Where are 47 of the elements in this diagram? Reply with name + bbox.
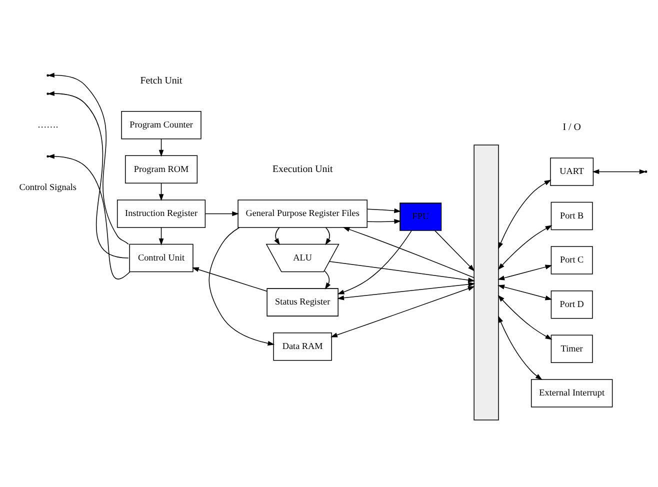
- node-box: Data RAM: [273, 332, 332, 361]
- arrow: [592, 169, 646, 174]
- node-box: Timer: [550, 334, 593, 364]
- arrow: [337, 230, 412, 294]
- arrow: [498, 225, 552, 270]
- arrow: [498, 180, 552, 250]
- arrow: [434, 230, 475, 272]
- node-box: Instruction Register: [116, 200, 206, 228]
- arrow: [367, 208, 402, 214]
- node-box: Status Register: [266, 288, 338, 316]
- arrow: [330, 286, 475, 338]
- node-box: FPU: [400, 202, 442, 231]
- arrow: [205, 211, 240, 216]
- arrow: [367, 219, 402, 224]
- node-arrow: [474, 144, 499, 420]
- node-box: Control Unit: [129, 244, 194, 272]
- arrow: [208, 227, 275, 346]
- arrow: [498, 316, 542, 380]
- arrow: [325, 227, 331, 246]
- node-box: Program ROM: [125, 155, 198, 184]
- node-box: Port C: [550, 246, 593, 274]
- arrow: [342, 227, 474, 278]
- label: Fetch Unit: [140, 75, 182, 86]
- node-box: Port D: [550, 290, 593, 319]
- label: Execution Unit: [272, 164, 333, 176]
- arrow: [48, 154, 130, 280]
- node-box: General Purpose Register Files: [238, 200, 368, 228]
- arrow: [498, 264, 552, 280]
- arrow: [498, 295, 552, 340]
- arrow: [274, 227, 280, 246]
- arrow: [498, 284, 552, 300]
- arrow: [48, 72, 129, 245]
- node-box: External Interrupt: [530, 379, 613, 408]
- arrow: [158, 182, 164, 202]
- arrow: [192, 267, 268, 292]
- label: Control Signals: [19, 182, 76, 192]
- node-box: Program Counter: [121, 110, 202, 140]
- arrow: [48, 91, 129, 258]
- node-box: Port B: [550, 202, 593, 230]
- node-box: UART: [550, 158, 594, 186]
- arrow: [337, 282, 476, 300]
- arrow: [329, 261, 476, 282]
- label: I / O: [562, 122, 581, 133]
- label: …….: [38, 119, 58, 130]
- arrow: [324, 270, 331, 290]
- arrow: [158, 227, 164, 246]
- arrow: [158, 138, 164, 157]
